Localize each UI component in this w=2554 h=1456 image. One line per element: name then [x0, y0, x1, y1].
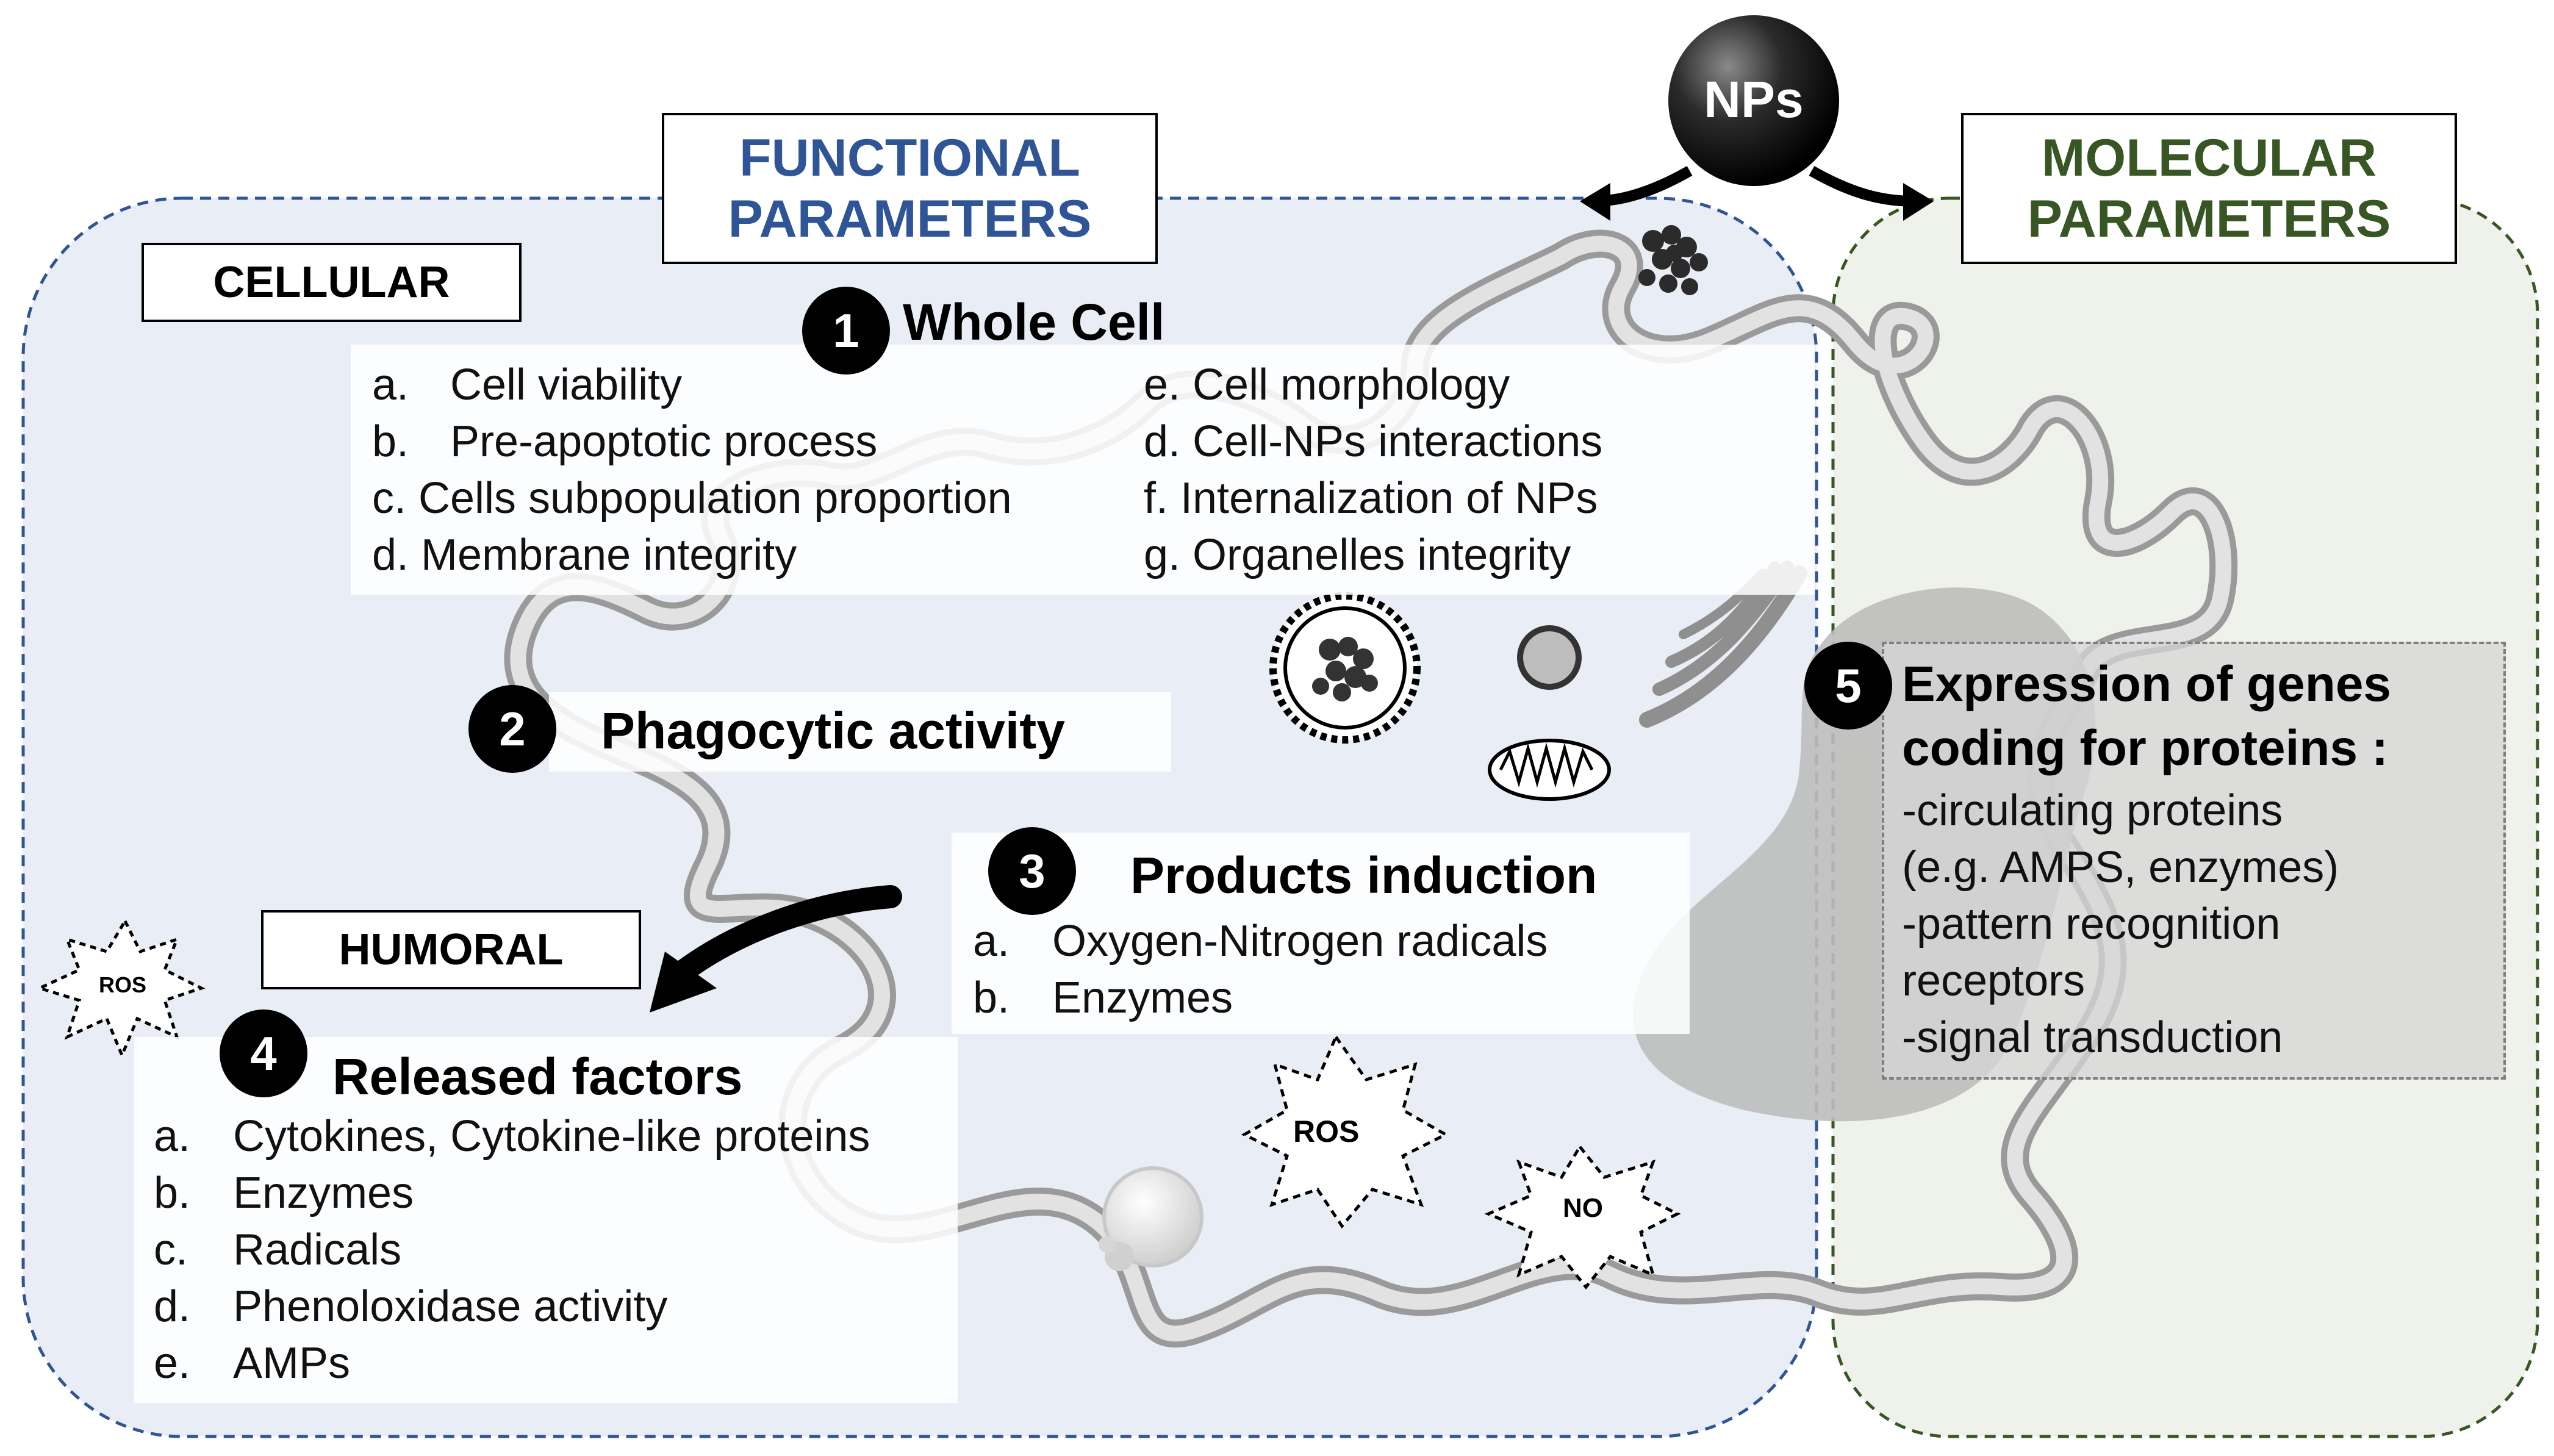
section1-left-item: b. Pre-apoptotic process: [372, 417, 877, 467]
molecular-title-line2: PARAMETERS: [2027, 190, 2391, 248]
item-text: Enzymes: [233, 1169, 414, 1218]
item-text: Phenoloxidase activity: [233, 1282, 668, 1331]
item-label: e.: [154, 1339, 191, 1388]
section4-item: c. Radicals: [154, 1225, 401, 1275]
section5-line: -circulating proteins: [1902, 786, 2283, 835]
item-label: b.: [154, 1169, 191, 1218]
functional-title-box: FUNCTIONAL PARAMETERS: [662, 113, 1158, 264]
section1-right-item: g. Organelles integrity: [1144, 531, 1571, 579]
section5-title-line2: coding for proteins :: [1902, 720, 2389, 776]
section4-number-badge: 4: [220, 1010, 307, 1097]
section2-title: Phagocytic activity: [601, 702, 1065, 759]
np-right-arrow-icon: [1809, 166, 1934, 221]
mitochondrion-icon: [1488, 739, 1611, 801]
item-text: Cell viability: [450, 360, 683, 409]
np-left-arrow-icon: [1580, 166, 1693, 221]
section1-panel: [351, 345, 1815, 595]
section2-panel: [549, 692, 1171, 772]
section3-title: Products induction: [1130, 847, 1598, 904]
item-text: d. Membrane integrity: [372, 531, 797, 579]
section1-left-item: d. Membrane integrity: [372, 530, 797, 580]
lysosome-icon: [1517, 625, 1582, 690]
section3-item: a. Oxygen-Nitrogen radicals: [973, 916, 1548, 966]
section3-number-badge: 3: [988, 827, 1076, 915]
item-label: c.: [154, 1225, 188, 1274]
ros-large-star-icon: [1241, 1033, 1449, 1229]
section4-item: a. Cytokines, Cytokine-like proteins: [154, 1111, 870, 1161]
item-text: Pre-apoptotic process: [450, 417, 878, 466]
ros-small-star-icon: [35, 917, 206, 1060]
section1-right-item: d. Cell-NPs interactions: [1144, 417, 1603, 466]
item-text: Oxygen-Nitrogen radicals: [1052, 917, 1548, 966]
item-text: Radicals: [233, 1225, 402, 1274]
section1-title: Whole Cell: [903, 293, 1165, 351]
item-label: b.: [372, 417, 409, 466]
section4-item: b. Enzymes: [154, 1168, 414, 1218]
section5-panel: [1882, 642, 2506, 1080]
item-label: a.: [372, 360, 409, 409]
np-label: NPs: [1704, 71, 1804, 128]
section1-number-badge: 1: [802, 287, 890, 375]
functional-title-line1: FUNCTIONAL: [739, 129, 1080, 187]
item-label: d.: [154, 1282, 191, 1331]
section3-item: b. Enzymes: [973, 973, 1233, 1023]
np-aggregate-icon: [1638, 225, 1708, 295]
section5-number-badge: 5: [1804, 642, 1892, 730]
secretory-vesicle-icon: [1099, 1166, 1203, 1271]
no-label: NO: [1563, 1193, 1603, 1223]
molecular-title-line1: MOLECULAR: [2041, 129, 2377, 187]
section5-line: -signal transduction: [1902, 1013, 2283, 1062]
ros-large-label: ROS: [1293, 1114, 1360, 1149]
vesicle-with-nps-icon: [1269, 592, 1421, 744]
item-label: b.: [973, 974, 1010, 1022]
section5-line: (e.g. AMPS, enzymes): [1902, 843, 2339, 892]
no-star-icon: [1484, 1144, 1681, 1290]
cellular-title: CELLULAR: [213, 258, 450, 307]
section5-title-line1: Expression of genes: [1902, 656, 2392, 712]
molecular-title-box: MOLECULAR PARAMETERS: [1961, 113, 2457, 264]
cellular-title-box: CELLULAR: [142, 243, 522, 322]
item-label: a.: [973, 917, 1010, 966]
item-text: c. Cells subpopulation proportion: [372, 474, 1012, 523]
functional-title-line2: PARAMETERS: [728, 190, 1092, 248]
section4-item: e. AMPs: [154, 1338, 350, 1388]
curved-arrow-icon: [650, 885, 902, 1013]
section4-panel: [134, 1037, 958, 1403]
section2-number-badge: 2: [468, 685, 556, 773]
section1-left-item: a. Cell viability: [372, 360, 682, 410]
item-text: Cytokines, Cytokine-like proteins: [233, 1112, 870, 1161]
section4-item: d. Phenoloxidase activity: [154, 1282, 667, 1332]
section5-line: receptors: [1902, 956, 2086, 1005]
section5-line: -pattern recognition: [1902, 900, 2281, 949]
section1-right-item: f. Internalization of NPs: [1144, 474, 1598, 523]
item-text: Enzymes: [1052, 974, 1233, 1022]
section4-title: Released factors: [332, 1048, 743, 1105]
section1-right-item: e. Cell morphology: [1144, 360, 1510, 409]
item-text: AMPs: [233, 1339, 351, 1388]
humoral-title-box: HUMORAL: [261, 910, 641, 989]
np-sphere-icon: [1668, 15, 1839, 186]
item-label: a.: [154, 1112, 191, 1161]
humoral-title: HUMORAL: [339, 925, 564, 974]
ros-small-label: ROS: [99, 972, 147, 997]
section1-left-item: c. Cells subpopulation proportion: [372, 473, 1012, 523]
